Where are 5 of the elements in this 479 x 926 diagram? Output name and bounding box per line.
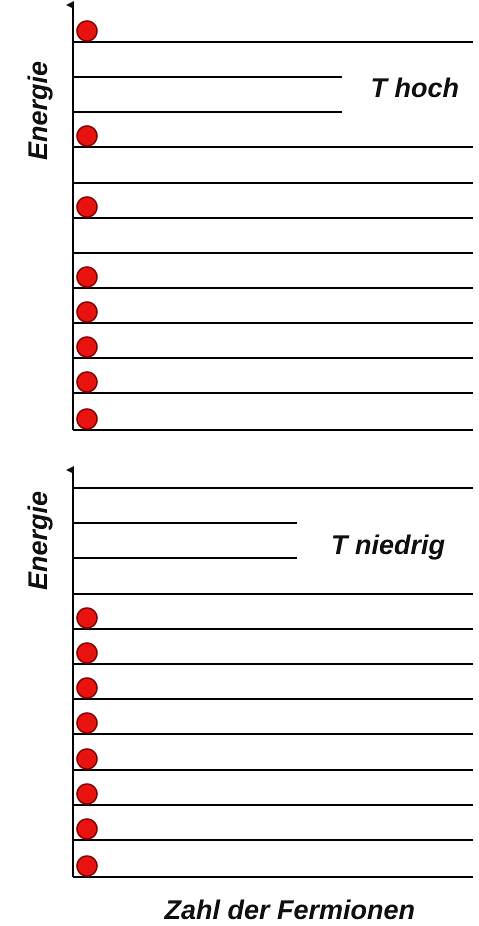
temperature-label: T hoch — [370, 74, 459, 102]
temperature-label: T niedrig — [331, 532, 445, 558]
axis-label: Energie — [24, 490, 52, 590]
axis-label: Zahl der Fermionen — [164, 896, 416, 924]
axis-label: Energie — [24, 60, 52, 160]
